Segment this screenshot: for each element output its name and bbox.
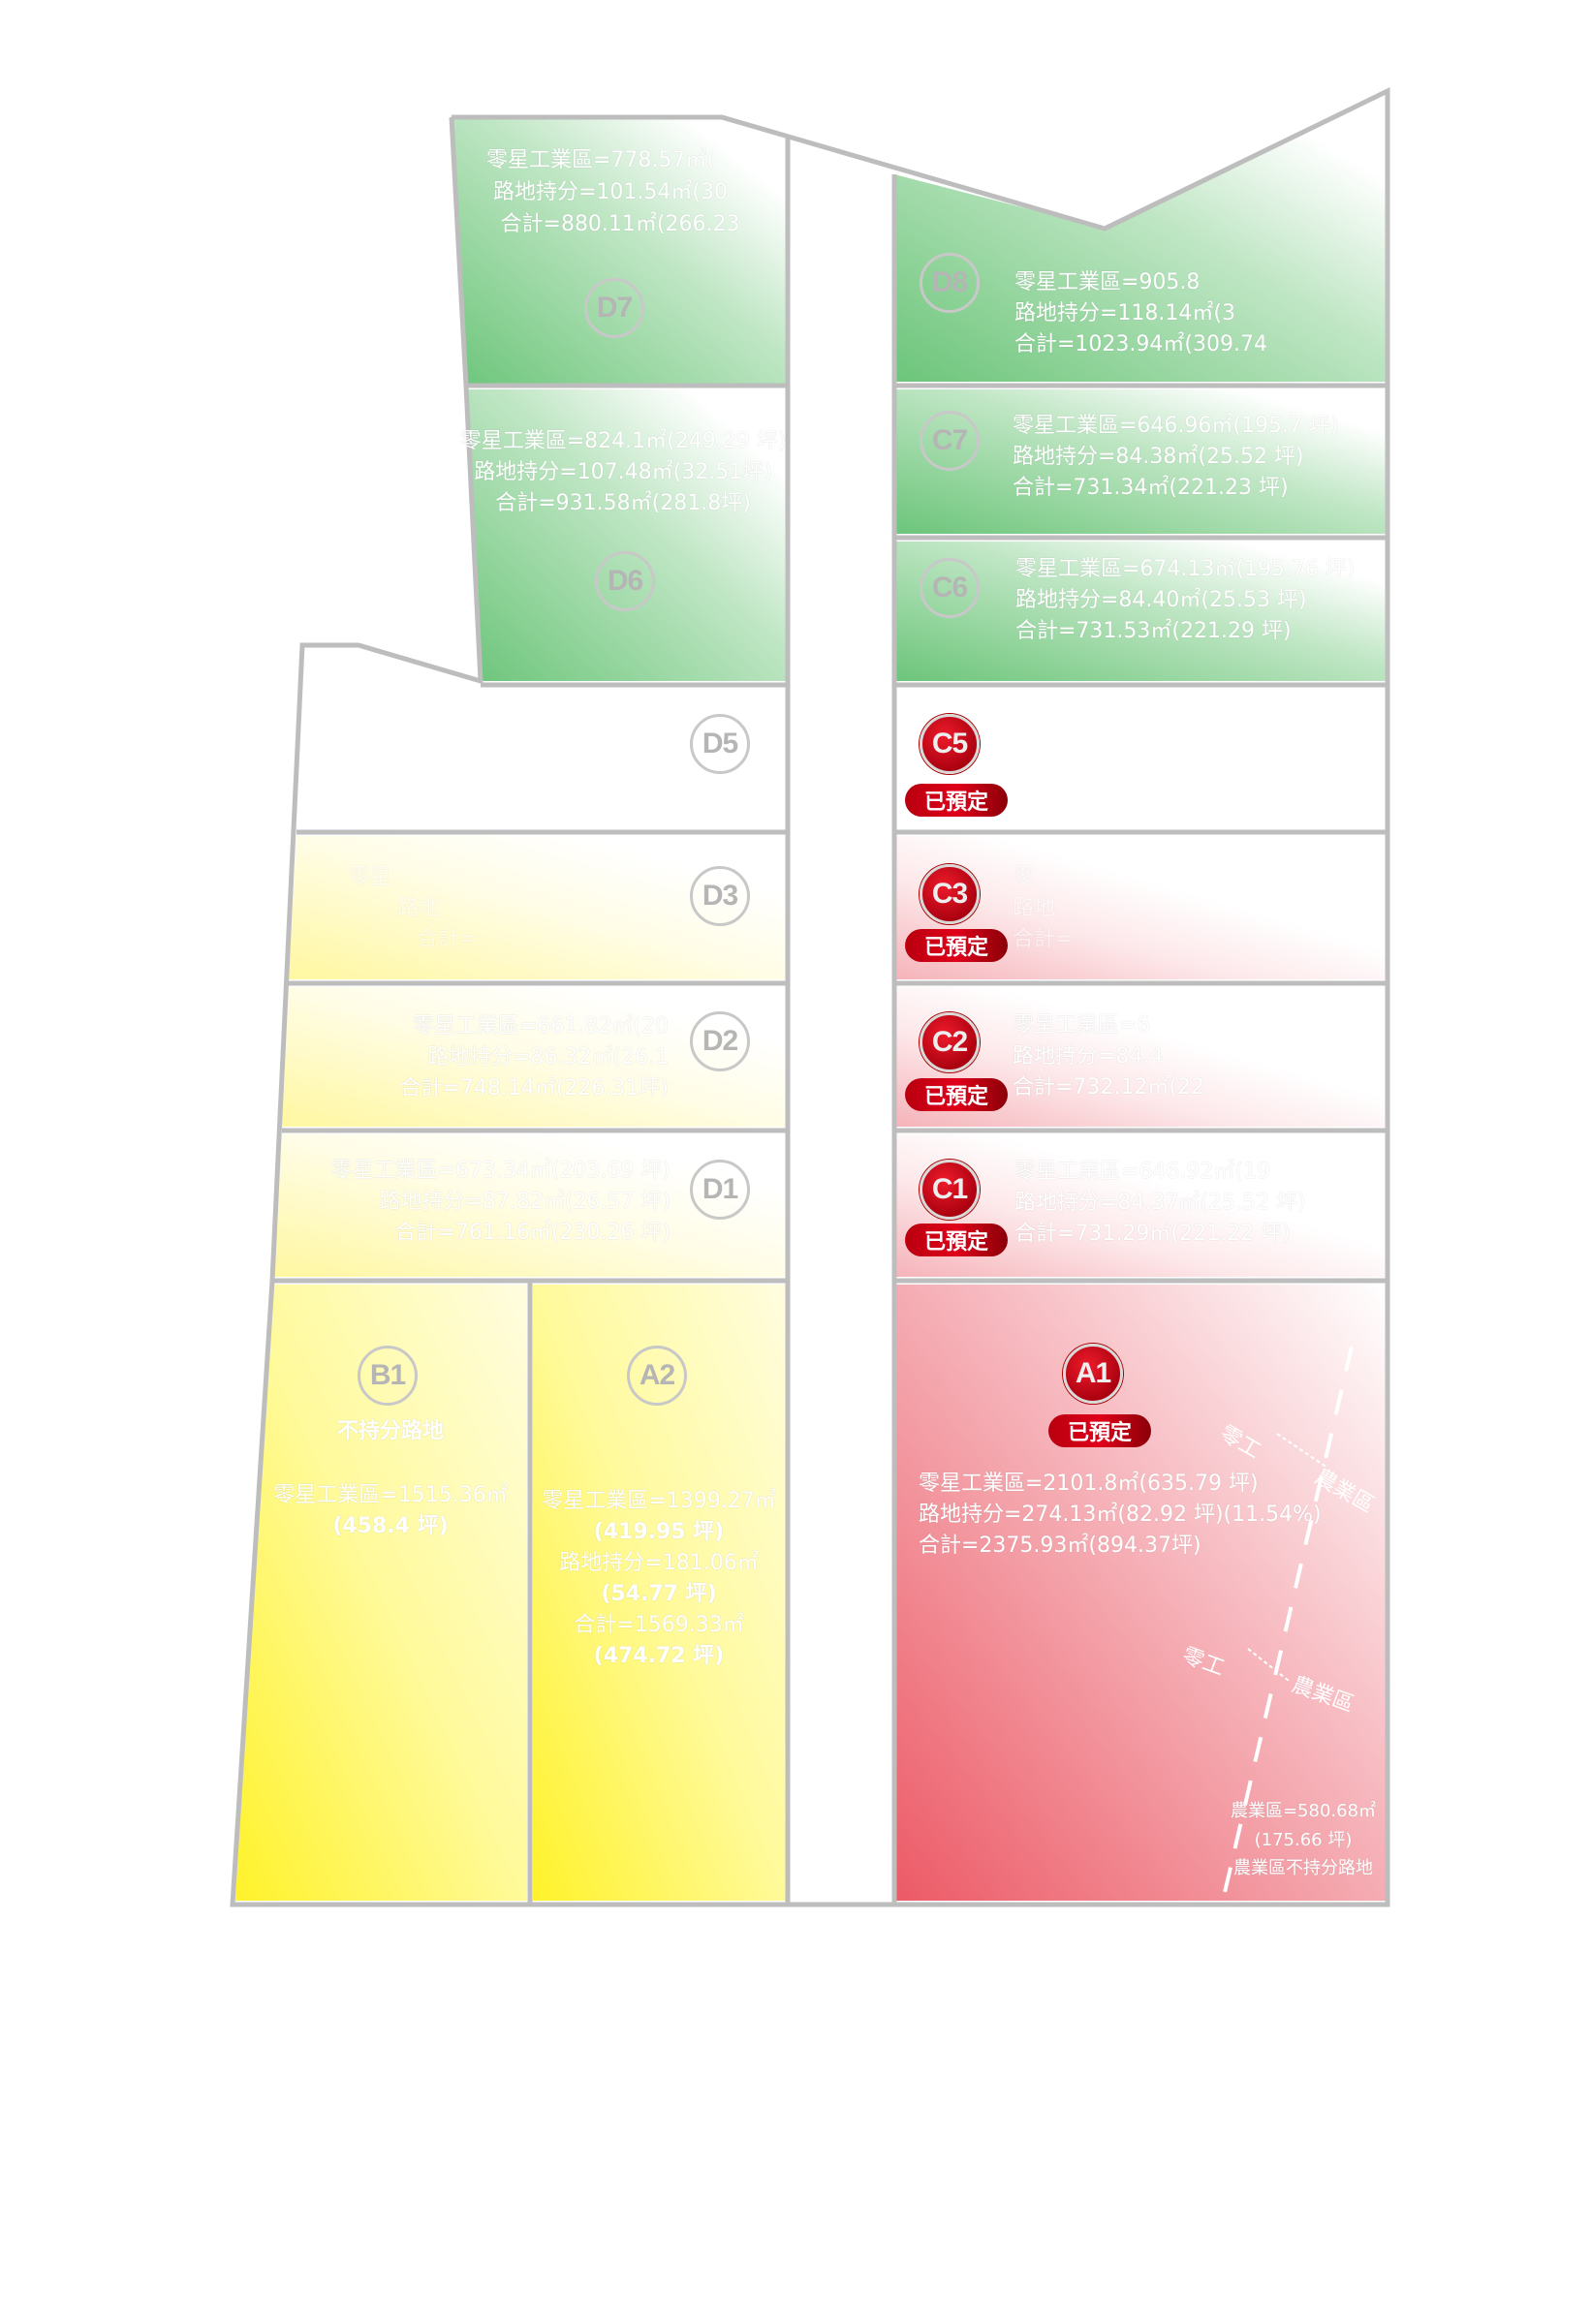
zoning-arrow bbox=[1247, 1648, 1290, 1682]
lot-C6-area bbox=[894, 542, 1388, 681]
lot-C1-industrial: 零星工業區=646.92㎡(19 bbox=[1014, 1160, 1270, 1184]
lot-A2-total: 合計=1569.33㎡ bbox=[574, 1613, 744, 1637]
lot-A2-road-share: 路地持分=181.06㎡ bbox=[559, 1551, 759, 1575]
lot-D8-total: 合計=1023.94㎡(309.74 bbox=[1014, 332, 1267, 356]
lot-D7-road-share: 路地持分=101.54㎡(30 bbox=[493, 180, 728, 204]
lot-D8-industrial: 零星工業區=905.8 bbox=[1014, 270, 1201, 294]
lot-C5-label[interactable]: C5 bbox=[920, 714, 980, 774]
lot-C5-reserved-badge: 已預定 bbox=[905, 784, 1008, 817]
lot-C2-road-share: 路地持分=84.4 bbox=[1013, 1044, 1164, 1069]
lot-D1-road-share: 路地持分=87.82㎡(26.57 坪) bbox=[379, 1190, 671, 1214]
lot-C2-reserved-badge: 已預定 bbox=[905, 1078, 1008, 1111]
lot-D2-road-share: 路地持分=86.32㎡(26.1 bbox=[427, 1045, 669, 1069]
lot-C6-road-share: 路地持分=84.40㎡(25.53 坪) bbox=[1015, 588, 1307, 612]
lot-C6-total: 合計=731.53㎡(221.29 坪) bbox=[1015, 619, 1292, 643]
lot-A2-industrial-ping: (419.95 坪) bbox=[593, 1520, 725, 1544]
lot-D6-total: 合計=931.58㎡(281.8坪) bbox=[495, 491, 751, 515]
lot-C6-label[interactable]: C6 bbox=[920, 558, 980, 618]
lot-C1-reserved-badge: 已預定 bbox=[905, 1224, 1008, 1256]
lot-C7-road-share: 路地持分=84.38㎡(25.52 坪) bbox=[1013, 445, 1304, 469]
lot-D2-label[interactable]: D2 bbox=[690, 1011, 750, 1071]
lot-C3-total: 合計= bbox=[1013, 927, 1074, 951]
lot-C3-road-share: 路地 bbox=[1013, 896, 1056, 920]
lot-D3-total: 合計= bbox=[417, 927, 478, 951]
lot-D1-industrial: 零星工業區=673.34㎡(203.69 坪) bbox=[330, 1159, 671, 1183]
lot-D2-total: 合計=748.14㎡(226.31坪) bbox=[399, 1076, 669, 1100]
lot-C1-total: 合計=731.29㎡(221.22 坪) bbox=[1014, 1222, 1291, 1246]
zoning-boundary-dashed-line bbox=[1221, 1346, 1354, 1902]
lot-D6-road-share: 路地持分=107.48㎡(32.51坪) bbox=[474, 460, 772, 484]
lot-C3-industrial: 零 bbox=[1013, 865, 1035, 889]
lot-D5-label[interactable]: D5 bbox=[690, 714, 750, 774]
lot-D2-industrial: 零星工業區=661.82㎡(20 bbox=[413, 1014, 669, 1038]
lot-B1-area bbox=[235, 1285, 527, 1901]
lot-D6-area bbox=[466, 389, 788, 681]
lot-C2-label[interactable]: C2 bbox=[920, 1012, 980, 1072]
lot-A2-industrial: 零星工業區=1399.27㎡ bbox=[542, 1489, 776, 1513]
lot-D7-area bbox=[452, 117, 788, 386]
lot-D7-industrial: 零星工業區=778.57㎡( bbox=[486, 148, 715, 172]
agri-area-ping: (175.66 坪) bbox=[1254, 1830, 1353, 1850]
lot-C7-total: 合計=731.34㎡(221.23 坪) bbox=[1013, 476, 1289, 500]
lot-D8-label[interactable]: D8 bbox=[920, 253, 980, 313]
lot-B1-note: 不持分路地 bbox=[336, 1419, 445, 1443]
lot-D1-area bbox=[274, 1134, 788, 1277]
lot-D1-total: 合計=761.16㎡(230.26 坪) bbox=[394, 1221, 671, 1245]
lot-D2-area bbox=[282, 987, 788, 1127]
lot-C7-area bbox=[894, 389, 1388, 534]
agri-note: 農業區不持分路地 bbox=[1233, 1858, 1373, 1878]
lot-A1-label[interactable]: A1 bbox=[1063, 1344, 1123, 1404]
lot-A2-road-share-ping: (54.77 坪) bbox=[601, 1582, 717, 1606]
lot-C2-industrial: 零星工業區=6 bbox=[1013, 1013, 1151, 1038]
lot-D6-industrial: 零星工業區=824.1㎡(249.29 坪) bbox=[459, 429, 787, 453]
lot-D3-industrial: 零星 bbox=[349, 865, 392, 889]
boundary-lines bbox=[230, 87, 1390, 1907]
lot-A2-label[interactable]: A2 bbox=[627, 1346, 687, 1406]
lot-D3-label[interactable]: D3 bbox=[690, 866, 750, 926]
lot-A2-area bbox=[533, 1285, 788, 1901]
agri-area: 農業區=580.68㎡ bbox=[1230, 1801, 1377, 1821]
lot-A1-industrial: 零星工業區=2101.8㎡(635.79 坪) bbox=[919, 1472, 1259, 1496]
lot-A1-area bbox=[894, 1285, 1388, 1901]
lot-C7-label[interactable]: C7 bbox=[920, 411, 980, 471]
lot-A1-road-share: 路地持分=274.13㎡(82.92 坪)(11.54%) bbox=[919, 1503, 1322, 1527]
lot-D3-area bbox=[289, 836, 788, 979]
lot-A2-total-ping: (474.72 坪) bbox=[593, 1644, 725, 1668]
lot-D7-total: 合計=880.11㎡(266.23 bbox=[500, 212, 740, 236]
lot-D6-label[interactable]: D6 bbox=[595, 551, 655, 611]
zoning-arrow-top bbox=[1276, 1433, 1328, 1469]
lot-A1-reserved-badge: 已預定 bbox=[1048, 1414, 1151, 1447]
lot-C3-label[interactable]: C3 bbox=[920, 864, 980, 924]
lot-C1-label[interactable]: C1 bbox=[920, 1160, 980, 1220]
lot-D7-label[interactable]: D7 bbox=[584, 278, 644, 338]
lot-B1-industrial: 零星工業區=1515.36㎡ bbox=[273, 1483, 508, 1507]
lot-C3-reserved-badge: 已預定 bbox=[905, 929, 1008, 962]
lot-C6-industrial: 零星工業區=674.13㎡(195.76 坪) bbox=[1015, 557, 1356, 581]
lot-D8-road-share: 路地持分=118.14㎡(3 bbox=[1014, 301, 1235, 325]
lot-D8-area bbox=[894, 93, 1388, 382]
lot-C7-industrial: 零星工業區=646.96㎡(195.7 坪) bbox=[1013, 414, 1339, 438]
lot-D1-label[interactable]: D1 bbox=[690, 1160, 750, 1220]
lot-D3-road-share: 路地 bbox=[397, 896, 441, 920]
lot-D5-area bbox=[296, 645, 788, 828]
lot-B1-industrial-ping: (458.4 坪) bbox=[332, 1514, 449, 1538]
lot-A1-total: 合計=2375.93㎡(894.37坪) bbox=[919, 1534, 1201, 1558]
lot-C1-road-share: 路地持分=84.37㎡(25.52 坪) bbox=[1014, 1191, 1306, 1215]
lot-C2-total: 合計=732.12㎡(22 bbox=[1013, 1075, 1204, 1100]
lot-B1-label[interactable]: B1 bbox=[358, 1346, 418, 1406]
